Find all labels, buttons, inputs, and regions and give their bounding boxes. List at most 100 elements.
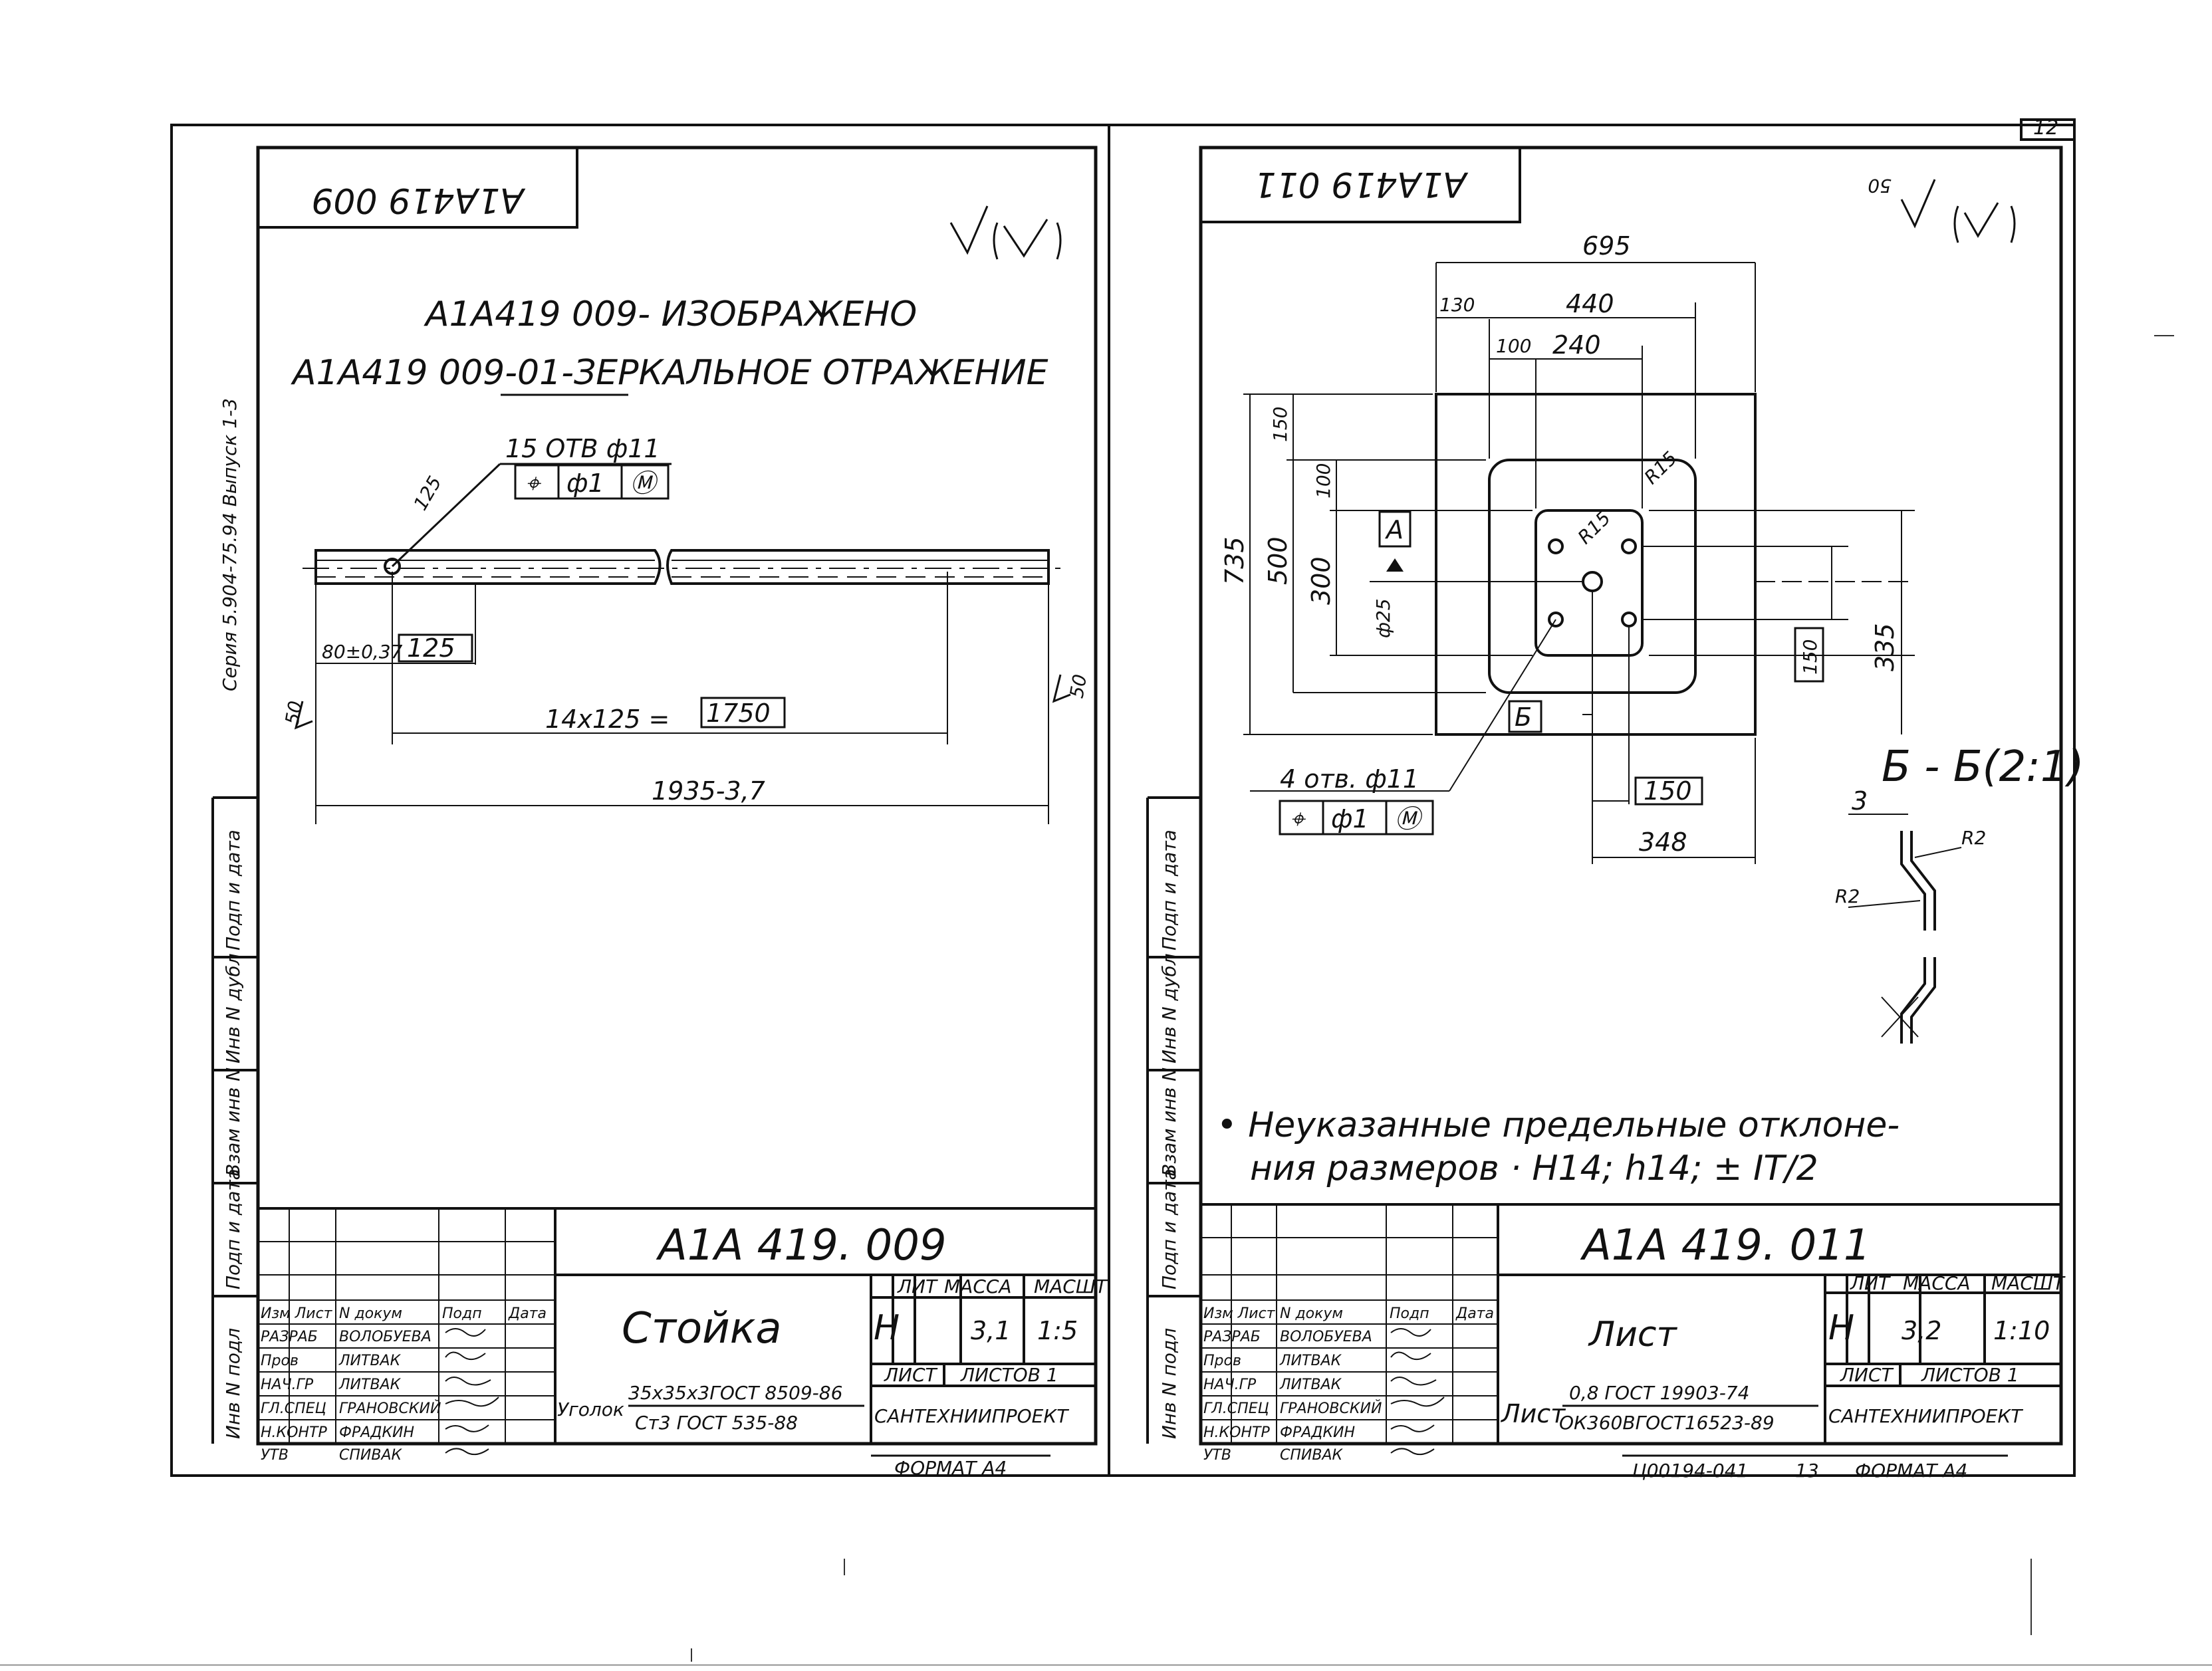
svg-text:МАСШТ: МАСШТ [1991, 1272, 2066, 1294]
svg-text:ФРАДКИН: ФРАДКИН [339, 1424, 414, 1441]
svg-text:Взам инв N: Взам инв N [1158, 1067, 1180, 1176]
svg-text:СПИВАК: СПИВАК [339, 1447, 403, 1464]
svg-text:Уголок: Уголок [557, 1398, 624, 1420]
svg-text:ф1: ф1 [566, 469, 604, 498]
right-note-line2: ния размеров · Н14; h14; ± IT/2 [1250, 1149, 1818, 1188]
svg-text:Подп и дата: Подп и дата [222, 830, 244, 950]
right-material-bottom: ОК360ВГОСТ16523-89 [1559, 1412, 1775, 1434]
left-dim-1935: 1935-3,7 [652, 776, 765, 806]
svg-text:Инв N дубл: Инв N дубл [222, 953, 244, 1063]
left-inner-frame [256, 146, 1098, 1446]
left-note-line2: А1А419 009-01-ЗЕРКАЛЬНОЕ ОТРАЖЕНИЕ [291, 353, 1048, 393]
section-r2a: R2 [1961, 827, 1986, 849]
section-title: Б - Б(2:1) [1882, 742, 2084, 792]
section-profile [1848, 814, 1962, 1044]
right-dim-335: 335 [1870, 623, 1900, 671]
left-designation: А1А 419. 009 [656, 1221, 947, 1270]
svg-text:ЛИТВАК: ЛИТВАК [1279, 1353, 1342, 1369]
svg-text:ЛИСТ: ЛИСТ [884, 1364, 938, 1386]
left-mass: 3,1 [971, 1316, 1011, 1345]
svg-text:⌖: ⌖ [1290, 804, 1306, 834]
svg-text:Подп: Подп [442, 1305, 482, 1322]
left-material-top: 35х35х3ГОСТ 8509-86 [628, 1382, 842, 1404]
right-inner-frame [1199, 146, 2063, 1446]
svg-text:N докум: N докум [1280, 1305, 1343, 1322]
svg-text:МАССА: МАССА [1903, 1272, 1971, 1294]
svg-text:ГРАНОВСКИЙ: ГРАНОВСКИЙ [339, 1400, 441, 1417]
left-scale: 1:5 [1037, 1316, 1078, 1345]
right-scale: 1:10 [1993, 1316, 2050, 1345]
right-dim-500: 500 [1263, 536, 1292, 585]
svg-text:Ⓜ: Ⓜ [630, 469, 659, 498]
right-dim-440: 440 [1566, 289, 1614, 318]
svg-text:ф1: ф1 [1331, 804, 1369, 834]
svg-text:ФРАДКИН: ФРАДКИН [1280, 1424, 1355, 1441]
left-code-box: А1А419 009 [311, 180, 525, 220]
left-drawing: А1А419 009 А1А419 009- ИЗОБРАЖЕНО А1А419… [219, 180, 1091, 1439]
right-designation: А1А 419. 011 [1580, 1221, 1871, 1270]
svg-text:УТВ: УТВ [261, 1447, 289, 1464]
left-dim-125b-box: 125 [398, 633, 473, 663]
left-lit: Н [874, 1308, 900, 1348]
right-r15b: R15 [1640, 447, 1681, 489]
svg-text:⌖: ⌖ [525, 469, 542, 498]
svg-text:N докум: N докум [339, 1305, 402, 1322]
right-roughness-label: 50 [1868, 175, 1892, 197]
svg-text:Дата: Дата [508, 1305, 547, 1322]
svg-text:150: 150 [1799, 639, 1821, 675]
svg-text:УТВ: УТВ [1203, 1447, 1231, 1464]
svg-text:ВОЛОБУЕВА: ВОЛОБУЕВА [1280, 1329, 1372, 1345]
svg-text:МАСШТ: МАСШТ [1034, 1276, 1108, 1297]
left-part-name: Стойка [622, 1304, 782, 1353]
right-material-top: 0,8 ГОСТ 19903-74 [1569, 1382, 1749, 1404]
svg-text:Подп и дата: Подп и дата [222, 1169, 244, 1289]
angle-bar [303, 549, 1064, 585]
svg-text:Подп: Подп [1390, 1305, 1429, 1322]
left-dim-pitch: 14х125 = [545, 705, 670, 734]
svg-text:РАЗРАБ: РАЗРАБ [1203, 1329, 1261, 1345]
view-a-box: А [1378, 510, 1412, 548]
right-stamp-rows: Изм Лист N докум Подп Дата РАЗРАБ ВОЛОБУ… [1203, 1305, 1494, 1464]
right-dim-735: 735 [1220, 536, 1249, 585]
svg-text:Изм Лист: Изм Лист [261, 1305, 333, 1322]
right-dim-150v: 150 [1269, 407, 1291, 442]
left-dim-80: 80±0,37 [322, 641, 403, 663]
svg-text:РАЗРАБ: РАЗРАБ [261, 1329, 318, 1345]
svg-text:ГРАНОВСКИЙ: ГРАНОВСКИЙ [1280, 1400, 1382, 1417]
left-tolerance-frame: ⌖ ф1 Ⓜ [514, 464, 670, 500]
svg-text:Пров: Пров [1203, 1353, 1241, 1369]
right-code-box: А1А419 011 [1254, 164, 1468, 204]
section-dim-3: 3 [1852, 786, 1868, 816]
left-signatures [445, 1328, 499, 1456]
right-r15a: R15 [1574, 507, 1615, 548]
right-dim-695: 695 [1582, 231, 1631, 261]
left-org: САНТЕХНИИПРОЕКТ [874, 1405, 1069, 1427]
svg-text:1750: 1750 [706, 699, 771, 728]
right-note-line1: • Неуказанные предельные отклоне- [1217, 1105, 1900, 1145]
svg-text:ЛИСТОВ 1: ЛИСТОВ 1 [960, 1364, 1058, 1386]
svg-text:Подп и дата: Подп и дата [1158, 1169, 1180, 1289]
footer-page: 13 [1795, 1460, 1819, 1482]
svg-text:Лист: Лист [1500, 1399, 1566, 1428]
svg-text:Н.КОНТР: Н.КОНТР [1203, 1424, 1270, 1441]
svg-text:Б: Б [1515, 703, 1532, 732]
left-dim-1750-box: 1750 [700, 697, 786, 728]
right-dim-25: ф25 [1372, 598, 1394, 638]
page-number: 12 [2033, 116, 2058, 140]
right-tolerance-frame: ⌖ ф1 Ⓜ [1279, 800, 1434, 836]
plate [1435, 393, 1757, 736]
svg-text:150: 150 [1644, 776, 1692, 806]
right-signatures [1390, 1328, 1445, 1456]
right-dim-300: 300 [1306, 556, 1336, 605]
svg-text:ВОЛОБУЕВА: ВОЛОБУЕВА [339, 1329, 431, 1345]
left-holes-note: 15 ОТВ ф11 [505, 434, 660, 463]
svg-text:А: А [1384, 515, 1404, 544]
right-holes-note: 4 отв. ф11 [1280, 764, 1419, 794]
svg-text:Изм Лист: Изм Лист [1203, 1305, 1276, 1322]
right-dim-240: 240 [1552, 330, 1601, 360]
svg-text:НАЧ.ГР: НАЧ.ГР [261, 1377, 314, 1393]
right-outer-frame [1108, 124, 2076, 1477]
svg-text:Дата: Дата [1455, 1305, 1494, 1322]
svg-text:Инв N подл: Инв N подл [222, 1328, 244, 1439]
svg-text:СПИВАК: СПИВАК [1280, 1447, 1344, 1464]
